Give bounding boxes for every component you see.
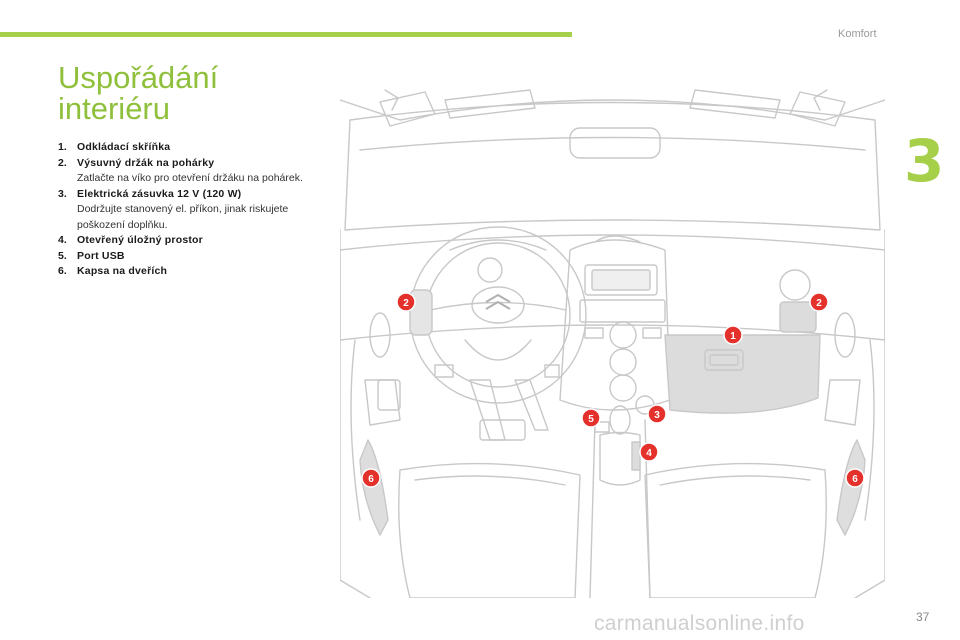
accent-bar <box>0 32 572 37</box>
page-title-line-1: Uspořádání <box>58 60 219 95</box>
callout-2-left: 2 <box>396 292 416 312</box>
callout-1-label: 1 <box>730 331 736 342</box>
callout-2-right-label: 2 <box>816 298 822 309</box>
interior-diagram: 1 2 2 3 4 5 6 6 <box>340 89 885 598</box>
legend-number: 3. <box>58 187 67 200</box>
legend-label: Odkládací skříňka <box>77 141 171 153</box>
legend-item: 3. Elektrická zásuvka 12 V (120 W) Dodrž… <box>58 187 308 234</box>
callout-1: 1 <box>723 325 743 345</box>
chapter-number: 3 <box>904 127 945 195</box>
callout-4: 4 <box>639 442 659 462</box>
callout-3: 3 <box>647 404 667 424</box>
legend-item: 1. Odkládací skříňka <box>58 140 308 156</box>
seat-right <box>644 462 827 598</box>
legend-item: 4. Otevřený úložný prostor <box>58 233 308 249</box>
callout-2-left-label: 2 <box>403 298 409 309</box>
usb-port <box>594 421 610 433</box>
legend-label: Výsuvný držák na pohárky <box>77 156 215 169</box>
door-pocket-left <box>359 439 389 536</box>
open-storage <box>631 441 641 471</box>
door-pocket-right <box>836 439 866 536</box>
callout-6-left-label: 6 <box>368 474 374 485</box>
dashboard-outline <box>340 234 885 341</box>
callout-5-label: 5 <box>588 414 594 425</box>
legend-item: 5. Port USB <box>58 249 308 265</box>
legend-list: 1. Odkládací skříňka 2. Výsuvný držák na… <box>58 140 308 280</box>
sun-visor-left <box>379 91 436 127</box>
callout-6-right: 6 <box>845 468 865 488</box>
callout-5: 5 <box>581 408 601 428</box>
legend-number: 2. <box>58 156 67 169</box>
roof-outline <box>340 99 885 121</box>
legend-item: 2. Výsuvný držák na pohárky Zatlačte na … <box>58 156 308 187</box>
callout-6-left: 6 <box>361 468 381 488</box>
cupholder-right <box>779 301 817 333</box>
callout-6-right-label: 6 <box>852 474 858 485</box>
door-right <box>854 229 885 598</box>
page-title: Uspořádání interiéru <box>58 62 218 124</box>
glove-box <box>664 334 821 414</box>
section-name: Komfort <box>838 28 877 40</box>
legend-item: 6. Kapsa na dveřích <box>58 264 308 280</box>
legend-number: 5. <box>58 249 67 262</box>
watermark: carmanualsonline.info <box>594 612 805 635</box>
legend-description: Zatlačte na víko pro otevření držáku na … <box>77 172 303 184</box>
callout-3-label: 3 <box>654 410 660 421</box>
callout-4-label: 4 <box>646 448 652 459</box>
legend-number: 1. <box>58 141 67 153</box>
legend-label: Otevřený úložný prostor <box>77 234 203 246</box>
brand-logo <box>485 293 511 310</box>
sun-visor-right <box>789 91 846 127</box>
legend-description: Dodržujte stanovený el. příkon, jinak ri… <box>77 203 289 231</box>
legend-label: Elektrická zásuvka 12 V (120 W) <box>77 187 242 200</box>
legend-number: 4. <box>58 234 67 246</box>
rearview-mirror <box>569 127 661 159</box>
infotainment-screen <box>584 264 658 296</box>
page-number: 37 <box>916 610 930 624</box>
callout-2-right: 2 <box>809 292 829 312</box>
seat-left <box>398 462 581 598</box>
page-title-line-2: interiéru <box>58 91 170 126</box>
legend-label: Kapsa na dveřích <box>77 265 168 277</box>
legend-number: 6. <box>58 265 67 277</box>
door-left <box>340 229 371 598</box>
legend-label: Port USB <box>77 249 125 262</box>
windshield-upper <box>344 101 881 231</box>
